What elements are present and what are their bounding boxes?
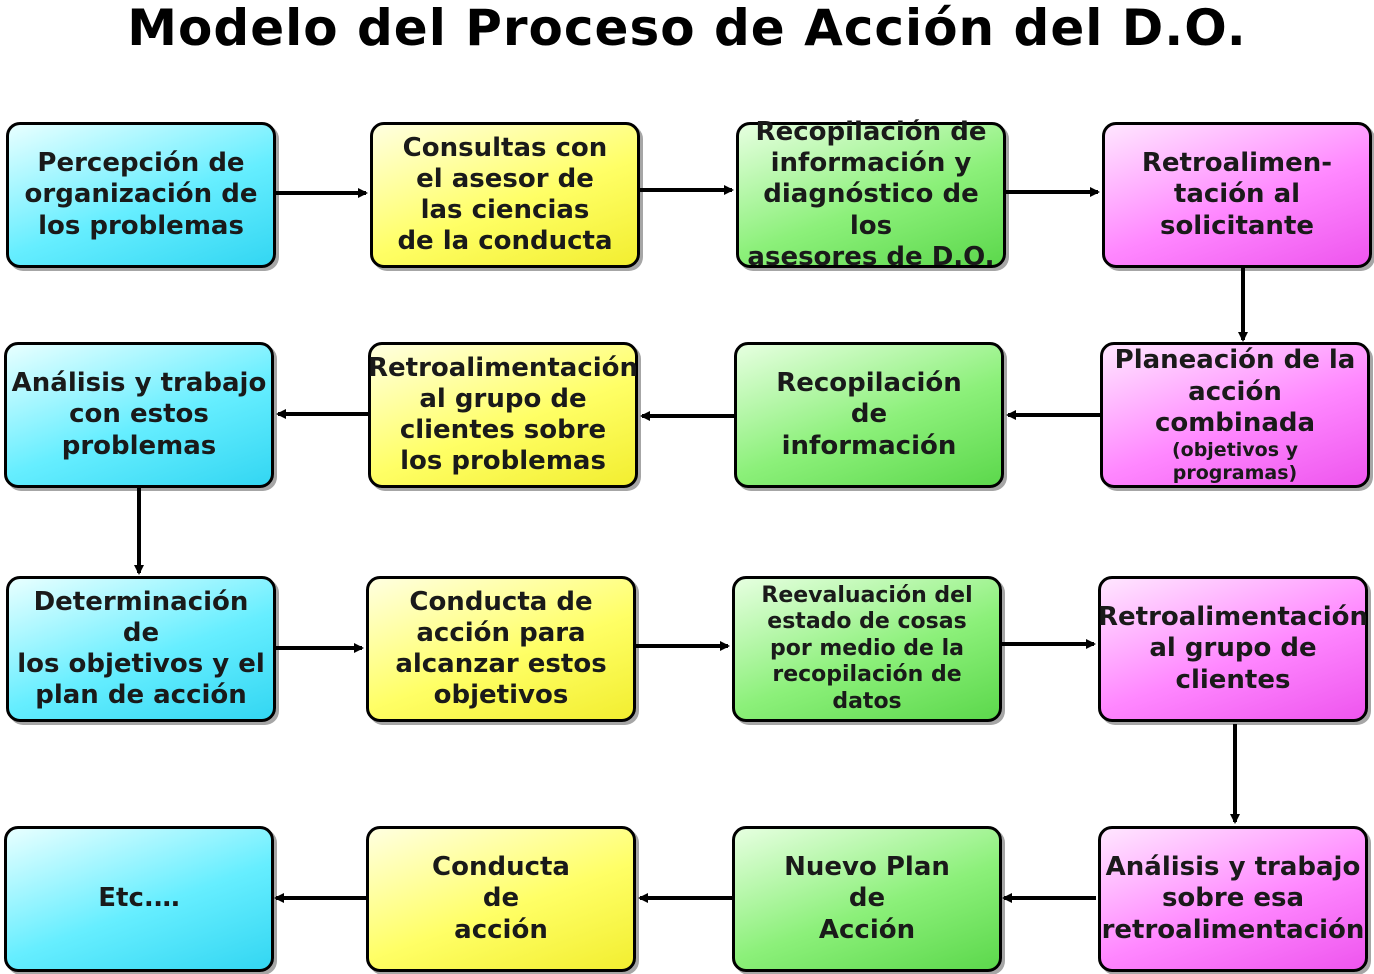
node-recopilacion-diagnostico: Recopilación de información y diagnóstic… — [736, 117, 1006, 272]
node-reevaluacion: Reevaluación del estado de cosas por med… — [732, 576, 1002, 722]
node-text: Percepción de organización de los proble… — [24, 148, 258, 241]
node-text: Análisis y trabajo con estos problemas — [11, 368, 267, 461]
node-text: Reevaluación del estado de cosas por med… — [761, 583, 973, 714]
node-text: Recopilación de información y diagnóstic… — [747, 117, 995, 272]
node-subtext: (objetivos y programas) — [1171, 438, 1299, 484]
node-text: Recopilación de información — [776, 368, 962, 461]
node-planeacion-accion: Planeación de la acción combinada(objeti… — [1100, 342, 1370, 488]
node-text: Retroalimentación al grupo de clientes — [1097, 602, 1369, 695]
node-text: Análisis y trabajo sobre esa retroalimen… — [1101, 852, 1365, 945]
node-analisis-problemas: Análisis y trabajo con estos problemas — [4, 342, 274, 488]
node-text-group: Planeación de la acción combinada(objeti… — [1107, 314, 1363, 516]
node-nuevo-plan: Nuevo Plan de Acción — [732, 826, 1002, 972]
node-analisis-retroalimentacion: Análisis y trabajo sobre esa retroalimen… — [1098, 826, 1368, 972]
node-recopilacion-informacion: Recopilación de información — [734, 342, 1004, 488]
node-retroalimentacion-clientes-problemas: Retroalimentación al grupo de clientes s… — [368, 342, 638, 488]
node-text: Consultas con el asesor de las ciencias … — [397, 132, 613, 257]
node-conducta-accion: Conducta de acción — [366, 826, 636, 972]
node-percepcion: Percepción de organización de los proble… — [6, 122, 276, 268]
node-text: Retroalimentación al grupo de clientes s… — [367, 352, 639, 477]
node-determinacion-objetivos: Determinación de los objetivos y el plan… — [6, 576, 276, 722]
node-conducta-accion-objetivos: Conducta de acción para alcanzar estos o… — [366, 576, 636, 722]
node-text: Determinación de los objetivos y el plan… — [17, 586, 265, 711]
node-text: Nuevo Plan de Acción — [784, 852, 950, 945]
diagram-title: Modelo del Proceso de Acción del D.O. — [127, 0, 1247, 57]
node-text: Retroalimen- tación al solicitante — [1141, 148, 1333, 241]
node-text: Etc.… — [98, 883, 180, 914]
node-retroalimentacion-clientes: Retroalimentación al grupo de clientes — [1098, 576, 1368, 722]
node-text: Planeación de la acción combinada — [1114, 345, 1356, 438]
node-consultas: Consultas con el asesor de las ciencias … — [370, 122, 640, 268]
node-etc: Etc.… — [4, 826, 274, 972]
node-text: Conducta de acción — [432, 852, 570, 945]
node-text: Conducta de acción para alcanzar estos o… — [395, 586, 607, 711]
node-retroalimentacion-solicitante: Retroalimen- tación al solicitante — [1102, 122, 1372, 268]
